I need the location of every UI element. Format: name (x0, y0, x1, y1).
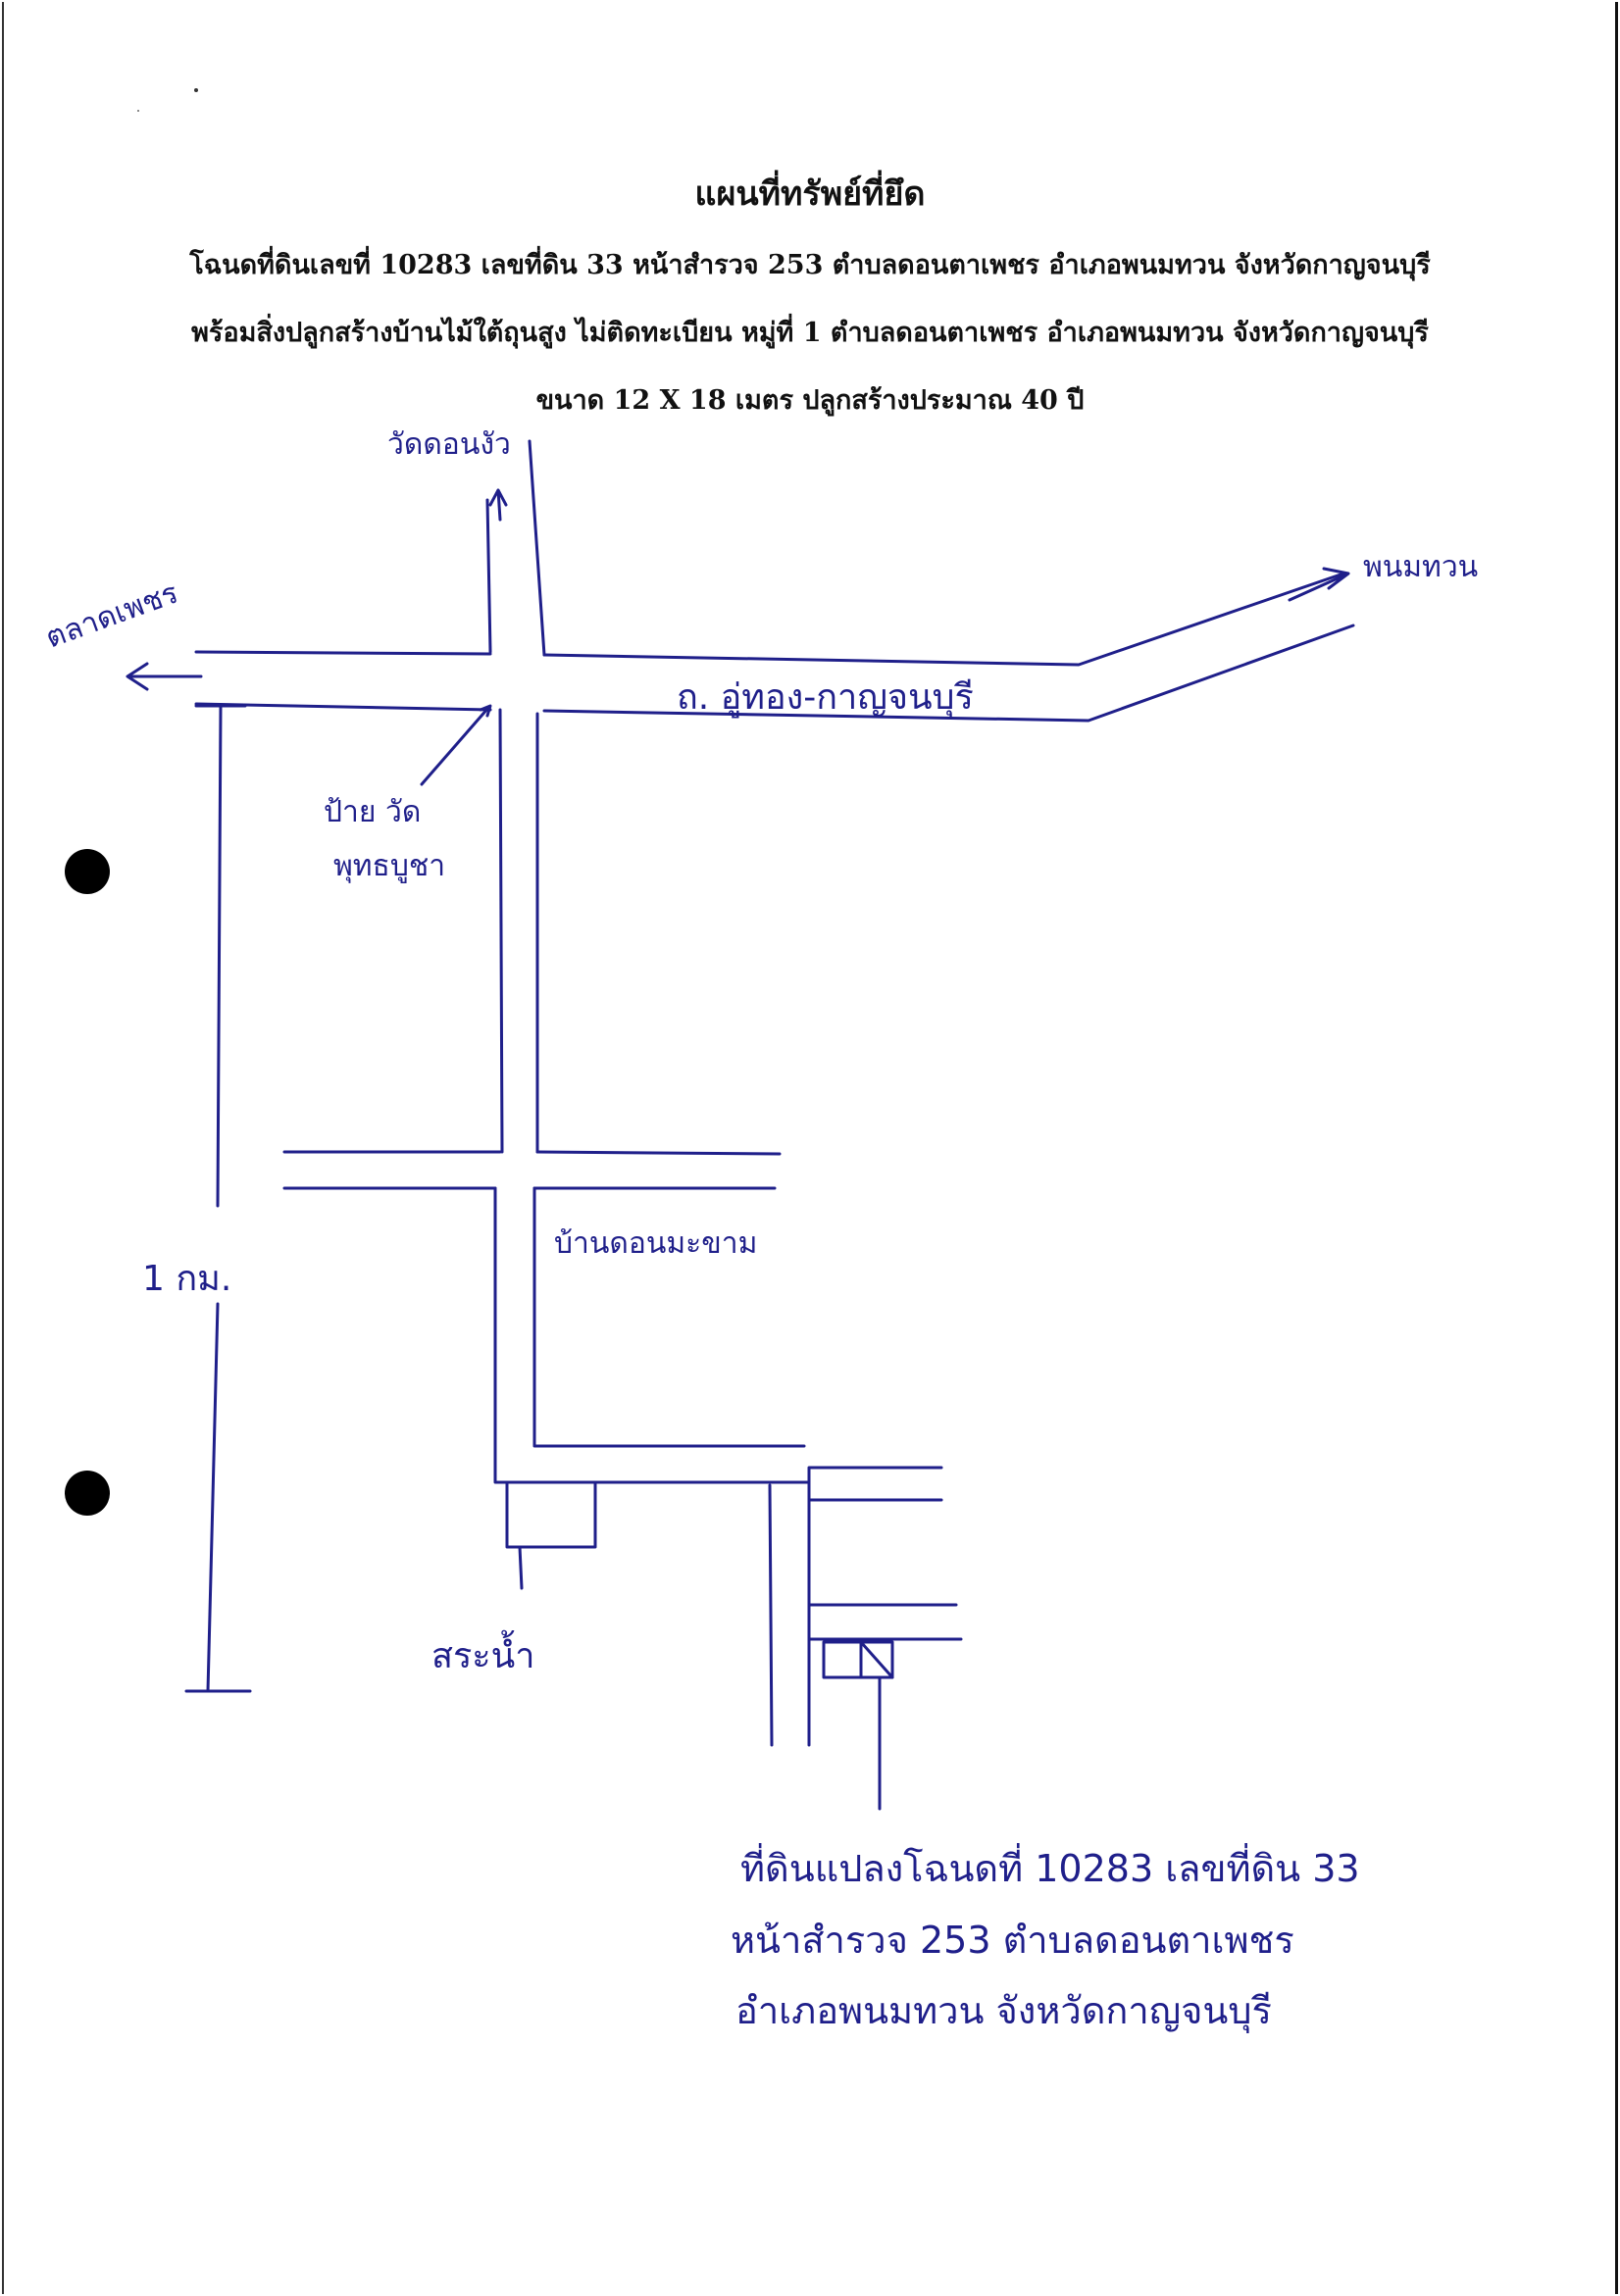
label-village-house: บ้านดอนมะขาม (554, 1226, 758, 1261)
label-temple-sign-line1: ป้าย วัด (324, 795, 422, 829)
arrow-east (1288, 567, 1350, 602)
arrow-north (488, 488, 508, 522)
main-road-top-edge-east (542, 572, 1345, 667)
side-road-east-top (535, 1150, 782, 1156)
north-road-west-edge (485, 498, 492, 654)
label-distance: 1 กม. (142, 1259, 232, 1299)
document-header: แผนที่ทรัพย์ที่ยึด โฉนดที่ดินเลขที่ 1028… (0, 167, 1620, 446)
parcel-note-line2: หน้าสำรวจ 253 ตำบลดอนตาเพชร (731, 1919, 1294, 1962)
header-deed-line: โฉนดที่ดินเลขที่ 10283 เลขที่ดิน 33 หน้า… (189, 250, 1431, 280)
label-temple-north: วัดดอนงัว (387, 427, 511, 462)
distance-bar (206, 704, 223, 1693)
south-road-west-edge (498, 708, 504, 1154)
main-road-bottom-edge-east (542, 624, 1355, 723)
map-title: แผนที่ทรัพย์ที่ยึด (694, 175, 926, 214)
pond-box (505, 1481, 597, 1549)
punch-hole-top (65, 849, 110, 894)
label-temple-sign-line2: พุทธบูชา (333, 849, 446, 883)
north-road-east-edge (528, 439, 546, 657)
punch-hole-bottom (65, 1471, 110, 1516)
label-phanom-thuan: พนมทวน (1363, 550, 1479, 584)
temple-sign-pointer (420, 706, 490, 786)
south-road-3-west (768, 1483, 774, 1747)
temple-sign-arrowhead (479, 704, 492, 718)
scan-speck (194, 88, 198, 92)
parcel-box (822, 1640, 894, 1679)
parcel-hatch (859, 1640, 894, 1679)
pond-pointer (518, 1545, 524, 1590)
main-road-top-edge (194, 650, 492, 656)
label-pond: สระน้ำ (431, 1636, 535, 1676)
parcel-note-line1: ที่ดินแปลงโฉนดที่ 10283 เลขที่ดิน 33 (740, 1847, 1360, 1890)
header-building-line: พร้อมสิ่งปลูกสร้างบ้านไม้ใต้ถุนสูง ไม่ติ… (191, 318, 1429, 348)
parcel-note-line3: อำเภอพนมทวน จังหวัดกาญจนบุรี (735, 1989, 1272, 2032)
arrow-west (126, 662, 203, 691)
label-main-road: ถ. อู่ทอง-กาญจนบุรี (677, 677, 974, 718)
scan-speck-2 (137, 110, 139, 112)
header-size-line: ขนาด 12 X 18 เมตร ปลูกสร้างประมาณ 40 ปี (535, 385, 1085, 416)
south-road-2-east (532, 1186, 806, 1448)
